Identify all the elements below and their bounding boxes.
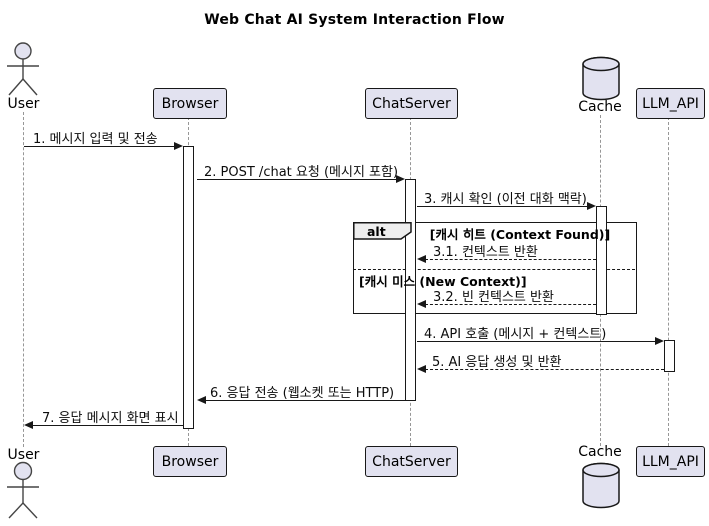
message-4-label: 4. API 호출 (메시지 + 컨텍스트)	[424, 327, 607, 342]
participant-browser-top: Browser	[153, 88, 227, 119]
alt-operator-pentagon	[353, 222, 412, 240]
message-3-line	[417, 206, 588, 207]
message-1-label: 1. 메시지 입력 및 전송	[33, 132, 158, 147]
alt-fragment	[353, 222, 637, 314]
user-actor-icon-bottom	[7, 461, 39, 519]
participant-browser-bottom: Browser	[153, 446, 227, 477]
message-5-line	[425, 369, 664, 370]
activation-cache	[596, 206, 607, 315]
database-icon-top	[582, 56, 620, 101]
alt-guard-hit: [캐시 히트 (Context Found)]	[429, 227, 611, 242]
message-4-arrowhead-icon	[655, 337, 664, 345]
participant-chatserver-bottom: ChatServer	[365, 446, 458, 477]
message-3-arrowhead-icon	[587, 202, 596, 210]
message-3-2-arrowhead-icon	[417, 300, 426, 308]
participant-cache-top: Cache	[578, 99, 622, 115]
alt-divider	[353, 269, 635, 270]
lifeline-llm-api	[668, 117, 669, 446]
participant-llm-api-bottom: LLM_API	[636, 446, 705, 477]
participant-chatserver-top: ChatServer	[365, 88, 458, 119]
message-2-label: 2. POST /chat 요청 (메시지 포함)	[204, 165, 399, 180]
message-5-label: 5. AI 응답 생성 및 반환	[432, 355, 562, 370]
participant-user-top: User	[7, 96, 40, 112]
message-4-line	[417, 341, 656, 342]
diagram-title: Web Chat AI System Interaction Flow	[204, 12, 505, 28]
message-3-label: 3. 캐시 확인 (이전 대화 맥락)	[424, 192, 587, 207]
activation-chatserver	[405, 179, 416, 401]
message-6-arrowhead-icon	[197, 396, 206, 404]
participant-llm-api-top: LLM_API	[636, 88, 705, 119]
message-3-1-label: 3.1. 컨텍스트 반환	[433, 245, 538, 260]
message-3-1-arrowhead-icon	[417, 255, 426, 263]
message-7-line	[32, 425, 183, 426]
message-6-label: 6. 응답 전송 (웹소켓 또는 HTTP)	[210, 386, 395, 401]
lifeline-user	[23, 112, 24, 447]
message-1-arrowhead-icon	[174, 142, 183, 150]
activation-browser	[183, 146, 194, 429]
alt-guard-miss: [캐시 미스 (New Context)]	[359, 274, 527, 289]
alt-operator-label: alt	[367, 224, 386, 239]
message-1-line	[24, 146, 176, 147]
participant-user-bottom: User	[7, 447, 40, 463]
message-3-2-line	[425, 304, 596, 305]
message-3-2-label: 3.2. 빈 컨텍스트 반환	[433, 290, 554, 305]
message-7-label: 7. 응답 메시지 화면 표시	[42, 411, 179, 426]
message-6-line	[205, 400, 405, 401]
message-2-arrowhead-icon	[396, 175, 405, 183]
message-2-line	[197, 179, 397, 180]
message-3-1-line	[425, 259, 596, 260]
message-7-arrowhead-icon	[24, 421, 33, 429]
database-icon-bottom	[582, 462, 620, 509]
activation-llm-api	[664, 340, 675, 372]
message-5-arrowhead-icon	[417, 365, 426, 373]
participant-cache-bottom: Cache	[578, 444, 622, 460]
user-actor-icon	[7, 42, 39, 96]
